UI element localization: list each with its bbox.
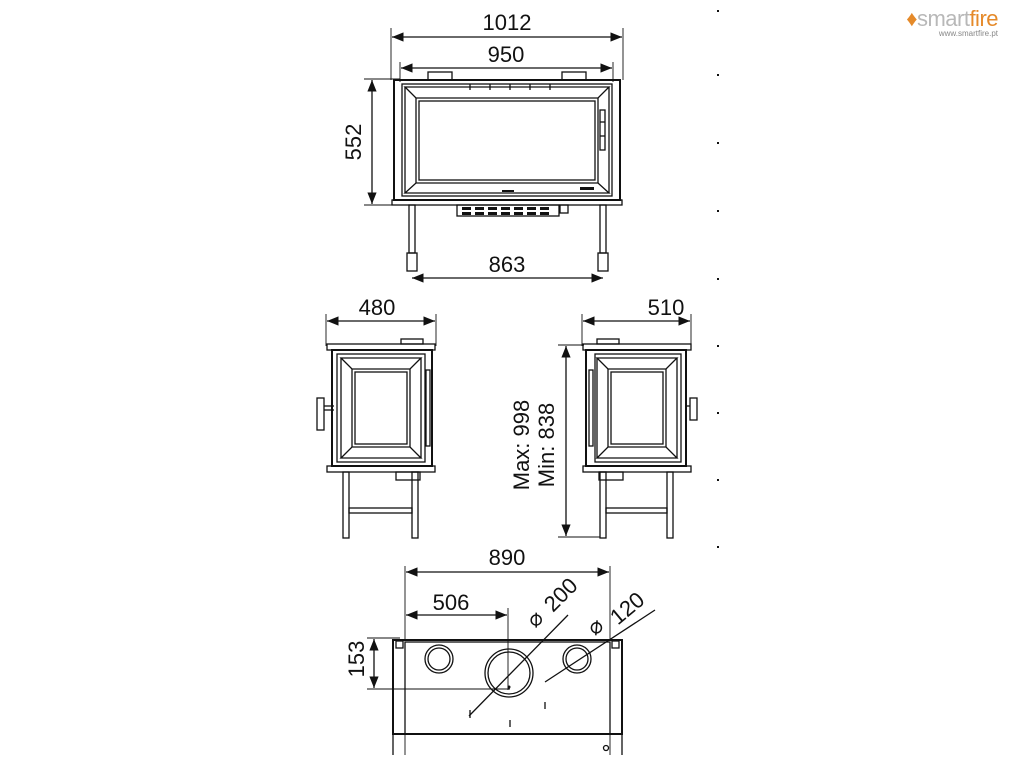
dim-top-flue-offset: 506	[433, 590, 470, 615]
front-leg-left	[408, 204, 416, 254]
brand-logo: ♦smartfire www.smartfire.pt	[906, 6, 998, 38]
dim-top-flue-depth: 153	[344, 641, 369, 678]
dim-flue-main-diameter: 200	[539, 573, 583, 617]
dim-side-left-depth: 480	[359, 295, 396, 320]
top-view: 890 506 153 ⌀ 200 ⌀	[344, 545, 656, 755]
brand-url: www.smartfire.pt	[938, 29, 998, 38]
side-left-body-outline	[331, 349, 433, 467]
dim-front-frame-width: 950	[488, 42, 525, 67]
dim-flue-secondary-diameter: 120	[605, 587, 649, 630]
front-glass-panel	[418, 100, 596, 181]
side-left-handle	[316, 397, 325, 431]
dim-front-leg-span: 863	[489, 252, 526, 277]
dim-flue-main-symbol: ⌀	[521, 605, 548, 632]
flue-main	[484, 648, 534, 698]
front-air-vent	[456, 204, 560, 217]
side-view-right: 510 Max: 998 Min: 838	[509, 295, 698, 539]
leader-flue-secondary	[544, 609, 656, 683]
margin-marks	[717, 10, 719, 548]
dim-top-overall-width: 890	[489, 545, 526, 570]
flue-right-secondary	[562, 644, 592, 674]
front-view: 1012 950 552	[341, 10, 624, 283]
dim-front-height: 552	[341, 124, 366, 161]
dim-flue-secondary-symbol: ⌀	[582, 612, 608, 640]
brand-wordmark: ♦smartfire	[906, 6, 998, 32]
leader-flue-main	[468, 614, 569, 717]
side-right-body-outline	[585, 349, 687, 467]
brand-name-part2: fire	[969, 6, 998, 31]
dim-front-overall-width: 1012	[483, 10, 532, 35]
front-leg-right	[599, 204, 607, 254]
flue-left-secondary	[424, 644, 454, 674]
dim-height-min: Min: 838	[534, 403, 559, 487]
brand-name-part1: smart	[916, 6, 970, 31]
side-view-left: 480	[316, 295, 437, 539]
front-door-handle	[599, 109, 606, 151]
dim-height-max: Max: 998	[509, 400, 534, 491]
side-right-handle	[689, 397, 698, 421]
dim-side-right-depth: 510	[648, 295, 685, 320]
flame-icon: ♦	[906, 6, 917, 31]
